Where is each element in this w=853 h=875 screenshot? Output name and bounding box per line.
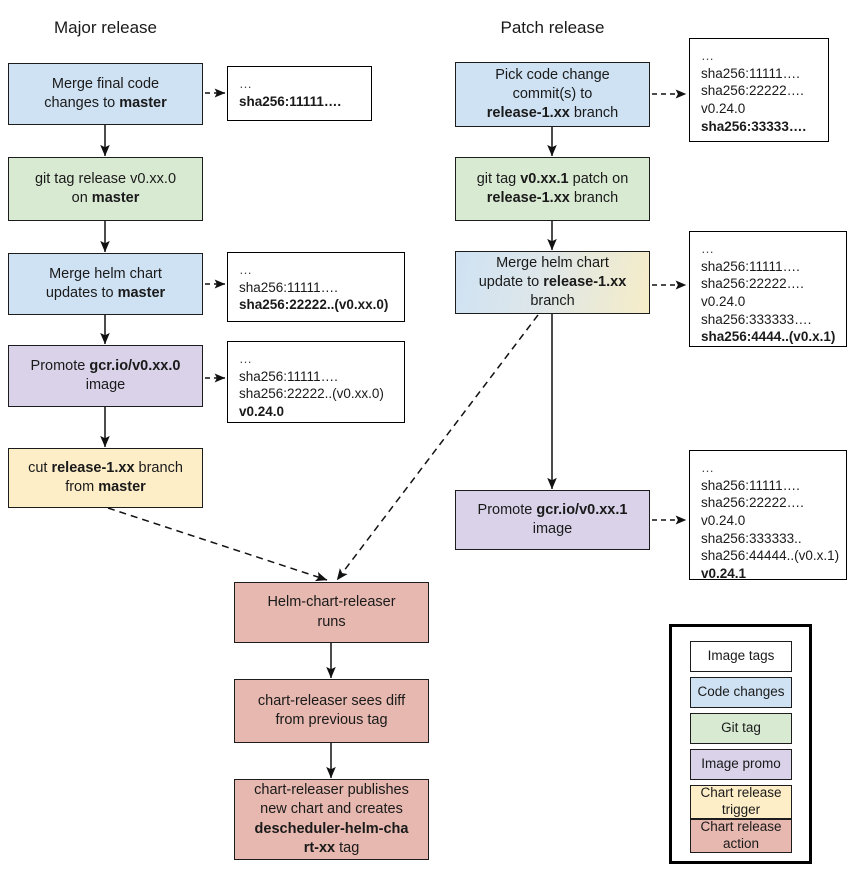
legend-item-chart-release-action[interactable]: Chart release action [690, 819, 792, 853]
tag-line: … [239, 76, 253, 91]
tagbox-major-1: … sha256:11111…. [227, 66, 372, 121]
tagbox-patch-1: … sha256:11111…. sha256:22222….v0.24.0 sha2… [689, 38, 829, 142]
tag-line: … [701, 48, 715, 63]
tag-line: v0.24.0 [239, 403, 285, 419]
column-title-patch: Patch release [500, 18, 605, 37]
tag-line: sha256:33333…. [701, 118, 807, 134]
tag-line: sha256:11111…. [239, 279, 338, 295]
tagbox-major-2: … sha256:11111…. sha256:22222..(v0.xx.0) [227, 252, 405, 322]
tag-line: … [701, 241, 715, 256]
tag-line: … [701, 460, 715, 475]
tag-line: sha256:22222..(v0.xx.0) [239, 386, 384, 402]
tag-line: sha256:333333.. [701, 530, 802, 546]
tag-line: v0.24.0 [701, 512, 746, 528]
tag-line: sha256:44444..(v0.x.1) [701, 548, 840, 564]
legend-item-chart-release-trigger[interactable]: Chart release trigger [690, 785, 792, 819]
tag-line: sha256:11111…. [239, 368, 338, 384]
tagbox-patch-2: … sha256:11111…. sha256:22222….v0.24.0 sha2… [689, 231, 847, 347]
legend-item-git-tag[interactable]: Git tag [690, 713, 792, 744]
tag-line: … [239, 262, 253, 277]
tag-line: sha256:11111…. [701, 477, 800, 493]
tag-line: sha256:22222..(v0.xx.0) [239, 297, 389, 313]
tag-line: sha256:22222…. [701, 83, 804, 99]
tag-line: sha256:11111…. [701, 65, 800, 81]
edge-cutbranch-to-releaser [107, 507, 328, 582]
tag-line: v0.24.0 [701, 100, 746, 116]
tagbox-major-3: … sha256:11111…. sha256:22222..(v0.xx.0)v0… [227, 341, 405, 423]
tag-line: sha256:333333…. [701, 311, 812, 327]
tag-line: sha256:11111…. [239, 93, 342, 109]
column-title-major: Major release [54, 18, 157, 37]
tag-line: sha256:22222…. [701, 495, 804, 511]
tag-line: sha256:4444..(v0.x.1) [701, 329, 836, 345]
tag-line: … [239, 351, 253, 366]
legend-item-code-changes[interactable]: Code changes [690, 677, 792, 708]
legend-item-image-promo[interactable]: Image promo [690, 749, 792, 780]
tagbox-patch-3: … sha256:11111…. sha256:22222….v0.24.0 sha2… [689, 450, 847, 581]
legend-item-image-tags[interactable]: Image tags [690, 641, 792, 672]
tag-line: v0.24.1 [701, 565, 747, 581]
tag-line: sha256:11111…. [701, 258, 800, 274]
tag-line: v0.24.0 [701, 293, 746, 309]
tag-line: sha256:22222…. [701, 276, 804, 292]
